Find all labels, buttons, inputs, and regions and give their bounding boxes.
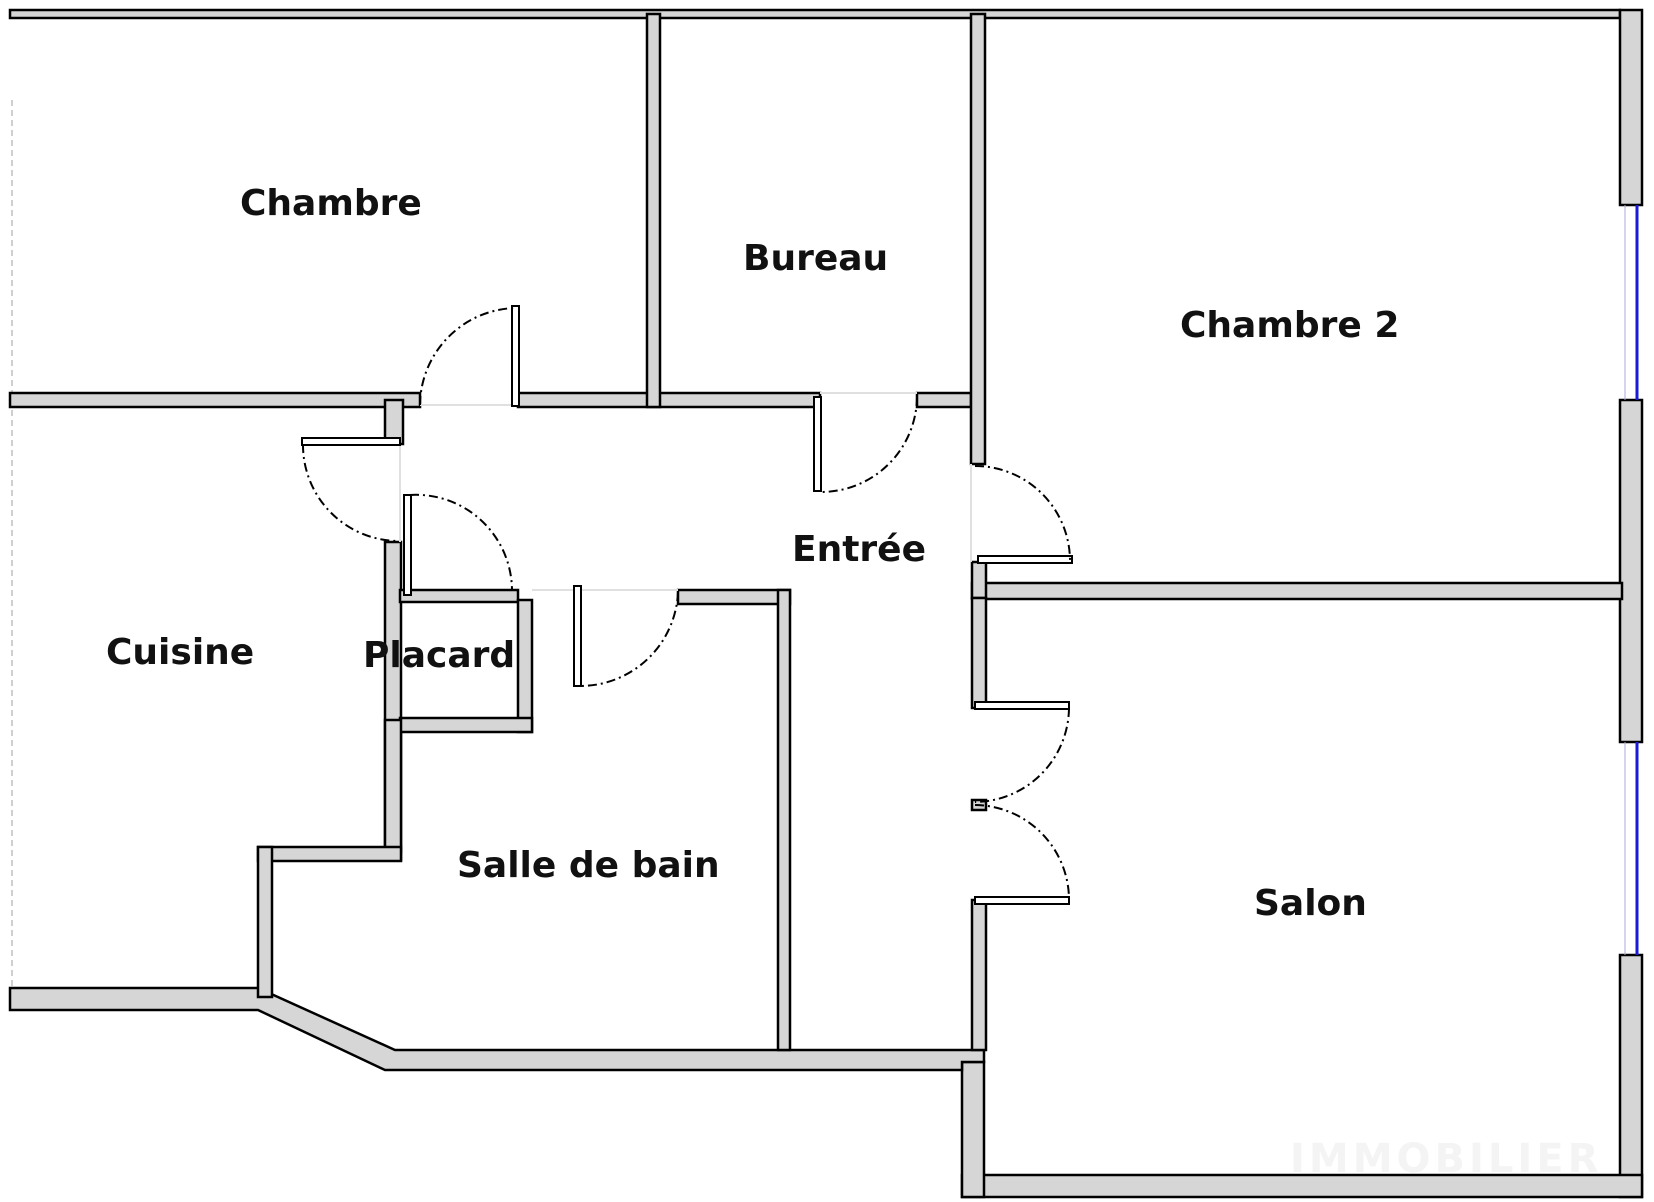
door-salon-upper-swing bbox=[974, 707, 1070, 803]
room-label-bureau: Bureau bbox=[743, 238, 888, 279]
watermark-text: IMMOBILIER bbox=[1290, 1136, 1602, 1182]
room-label-chambre2: Chambre 2 bbox=[1180, 305, 1399, 346]
wall-chambre-bottom bbox=[8, 391, 422, 409]
doors bbox=[301, 305, 1073, 905]
windows bbox=[1624, 205, 1639, 955]
door-cuisine-leaf bbox=[301, 437, 401, 446]
openings bbox=[399, 392, 972, 591]
room-label-entree: Entrée bbox=[792, 529, 926, 570]
room-labels: Chambre Bureau Chambre 2 Entrée Cuisine … bbox=[106, 183, 1399, 924]
wall-placard-bottom bbox=[398, 716, 534, 734]
wall-chambre-bureau bbox=[645, 12, 662, 409]
door-bureau-leaf bbox=[813, 396, 822, 492]
wall-bureau-bottom-right bbox=[915, 391, 973, 409]
room-label-salle-de-bain: Salle de bain bbox=[457, 845, 720, 886]
wall-chambre-bottom-b bbox=[516, 391, 822, 409]
walls bbox=[8, 8, 1644, 1199]
door-chambre-swing bbox=[419, 307, 516, 406]
door-sdb-swing bbox=[579, 591, 679, 688]
wall-entree-salon-top bbox=[970, 596, 988, 710]
wall-right-lower bbox=[1618, 953, 1644, 1199]
door-placard-swing bbox=[409, 493, 513, 591]
door-sdb-leaf bbox=[573, 585, 582, 687]
wall-entree-right-low bbox=[970, 560, 988, 600]
door-salon-lower-swing bbox=[974, 804, 1070, 900]
door-placard-leaf bbox=[403, 494, 412, 596]
wall-top bbox=[8, 8, 1622, 20]
room-label-cuisine: Cuisine bbox=[106, 632, 254, 673]
wall-bottom-diagonal bbox=[8, 986, 986, 1072]
door-chambre2-leaf bbox=[977, 555, 1073, 564]
wall-entree-salon-bottom bbox=[970, 898, 988, 1052]
room-label-chambre: Chambre bbox=[240, 183, 422, 224]
door-chambre-leaf bbox=[511, 305, 520, 407]
wall-step-vertical bbox=[383, 718, 403, 862]
door-chambre2-swing bbox=[974, 465, 1071, 562]
wall-placard-right bbox=[516, 598, 534, 734]
door-salon-lower-leaf bbox=[974, 896, 1070, 905]
room-label-salon: Salon bbox=[1254, 883, 1367, 924]
wall-right-upper bbox=[1618, 8, 1644, 207]
door-bureau-swing bbox=[820, 396, 918, 493]
door-cuisine-swing bbox=[301, 443, 399, 542]
wall-bureau-chambre2 bbox=[969, 12, 987, 466]
room-label-placard: Placard bbox=[363, 635, 515, 676]
wall-sdb-top-right bbox=[676, 588, 792, 606]
wall-step-horizontal bbox=[256, 845, 403, 863]
wall-placard-top bbox=[398, 588, 520, 604]
door-salon-upper-leaf bbox=[974, 701, 1070, 710]
wall-sdb-right bbox=[776, 588, 792, 1052]
wall-right-middle bbox=[1618, 398, 1644, 744]
wall-chambre2-salon bbox=[970, 581, 1624, 601]
wall-step-lower-vertical bbox=[256, 845, 274, 999]
wall-salon-left-step bbox=[960, 1060, 986, 1199]
